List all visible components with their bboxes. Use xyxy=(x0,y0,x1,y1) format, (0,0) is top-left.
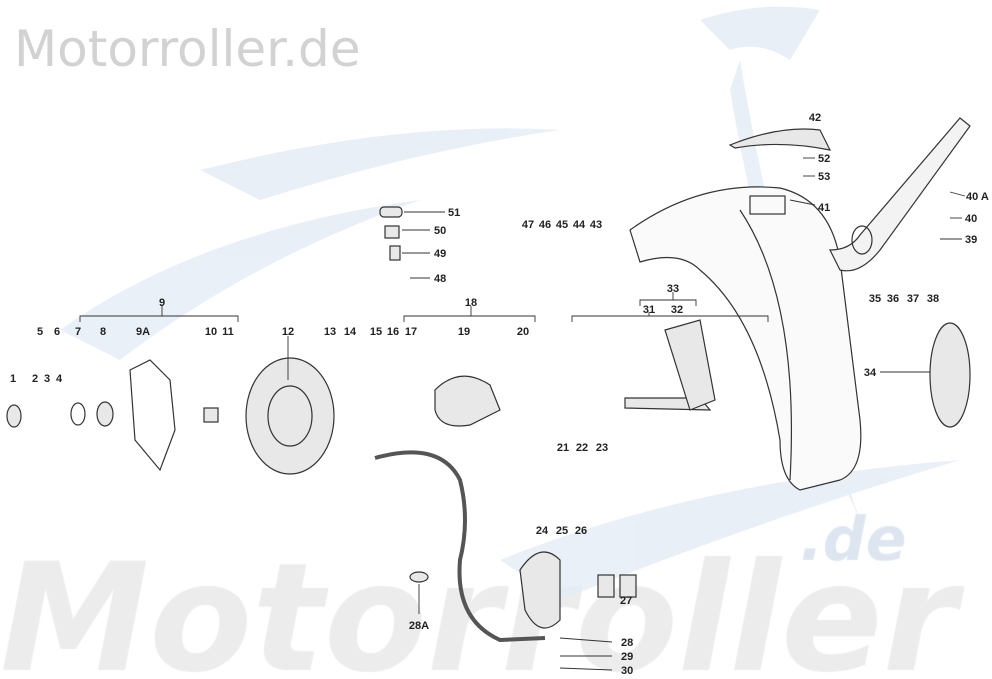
part-label-5: 5 xyxy=(37,326,43,338)
brake-pad-part xyxy=(619,574,637,598)
part-label-7: 7 xyxy=(75,326,81,338)
part-label-22: 22 xyxy=(576,442,588,454)
part-label-9: 9 xyxy=(159,297,165,309)
part-label-26: 26 xyxy=(575,525,587,537)
part-label-34: 34 xyxy=(864,367,877,379)
part-label-6: 6 xyxy=(54,326,60,338)
master-cylinder-part xyxy=(519,551,561,629)
leader-lines xyxy=(79,157,966,671)
part-label-10: 10 xyxy=(205,326,217,338)
watermark-logo xyxy=(60,6,960,600)
hub-bracket-part xyxy=(129,359,176,472)
part-label-51: 51 xyxy=(448,207,460,219)
brake-hose-part xyxy=(374,450,546,643)
part-label-40: 40 xyxy=(965,213,977,225)
watermark-text-top: Motorroller.de xyxy=(14,20,361,78)
part-label-32: 32 xyxy=(671,304,683,316)
part-label-15: 15 xyxy=(370,326,382,338)
washer-part xyxy=(409,571,429,583)
brake-pad-part xyxy=(597,574,615,598)
part-label-48: 48 xyxy=(434,273,446,285)
part-label-28: 28 xyxy=(621,637,633,649)
bracket-part xyxy=(379,206,403,218)
part-label-13: 13 xyxy=(324,326,336,338)
part-label-27: 27 xyxy=(620,595,632,607)
part-label-39: 39 xyxy=(965,234,977,246)
part-label-4: 4 xyxy=(56,373,63,385)
part-label-45: 45 xyxy=(556,219,568,231)
part-label-49: 49 xyxy=(434,248,446,260)
ring-part xyxy=(70,402,86,426)
part-label-9a: 9A xyxy=(136,326,150,338)
front-fender xyxy=(629,186,862,491)
part-label-17: 17 xyxy=(405,326,417,338)
part-label-12: 12 xyxy=(282,326,294,338)
part-label-19: 19 xyxy=(458,326,470,338)
bearing-part xyxy=(96,401,114,427)
part-label-23: 23 xyxy=(596,442,608,454)
headlight-part xyxy=(929,322,971,428)
part-label-33: 33 xyxy=(667,283,679,295)
part-label-16: 16 xyxy=(387,326,399,338)
part-label-29: 29 xyxy=(621,651,633,663)
part-label-28a: 28A xyxy=(409,620,429,632)
steering-tube xyxy=(829,117,971,272)
part-label-14: 14 xyxy=(344,326,357,338)
part-label-44: 44 xyxy=(573,219,586,231)
cap-part xyxy=(384,225,400,239)
part-label-25: 25 xyxy=(556,525,568,537)
part-label-8: 8 xyxy=(100,326,106,338)
part-label-42: 42 xyxy=(809,112,821,124)
bolt-part xyxy=(389,245,401,261)
part-label-53: 53 xyxy=(818,171,830,183)
part-label-40a: 40 A xyxy=(966,191,989,203)
brake-disc xyxy=(245,357,335,475)
part-label-30: 30 xyxy=(621,665,633,677)
part-label-43: 43 xyxy=(590,219,602,231)
part-label-31: 31 xyxy=(643,304,655,316)
spacer-part xyxy=(203,407,219,423)
part-label-3: 3 xyxy=(44,373,50,385)
part-label-47: 47 xyxy=(522,219,534,231)
part-label-36: 36 xyxy=(887,293,899,305)
part-label-35: 35 xyxy=(869,293,881,305)
part-label-50: 50 xyxy=(434,225,446,237)
part-label-18: 18 xyxy=(465,297,477,309)
part-label-20: 20 xyxy=(517,326,529,338)
part-label-37: 37 xyxy=(907,293,919,305)
part-label-38: 38 xyxy=(927,293,939,305)
part-label-2: 2 xyxy=(32,373,38,385)
part-label-46: 46 xyxy=(539,219,551,231)
part-label-41: 41 xyxy=(818,202,830,214)
fork-bracket-part xyxy=(664,319,716,411)
handle-cover-part xyxy=(728,128,832,151)
part-label-1: 1 xyxy=(10,373,16,385)
part-label-11: 11 xyxy=(222,326,234,338)
part-label-21: 21 xyxy=(557,442,569,454)
axle-cap-part xyxy=(6,404,22,428)
part-label-52: 52 xyxy=(818,153,830,165)
brake-caliper-part xyxy=(434,375,501,427)
part-label-24: 24 xyxy=(536,525,549,537)
